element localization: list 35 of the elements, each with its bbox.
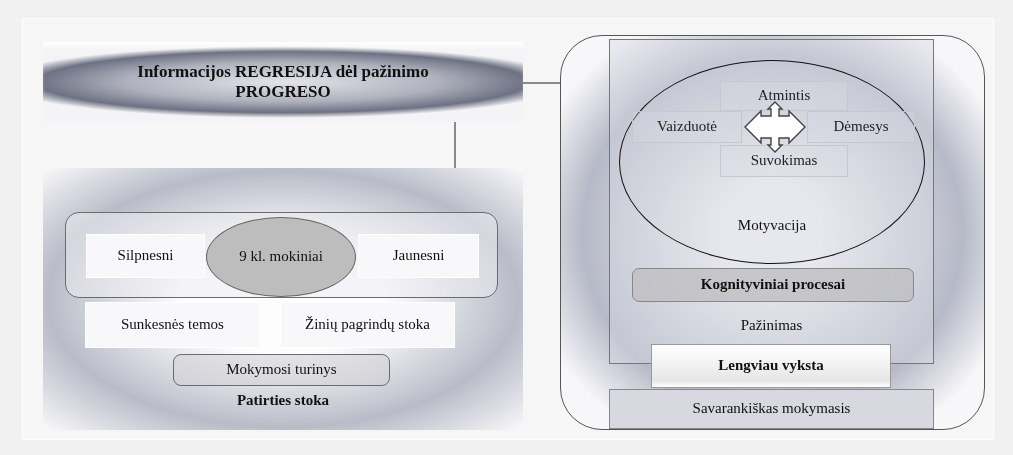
node-label: Vaizduotė [656, 118, 718, 136]
text-box [85, 302, 260, 348]
node-label: Suvokimas [749, 152, 819, 170]
node-label: Sunkesnės temos [120, 316, 225, 334]
node-label: Atmintis [756, 87, 812, 105]
node-label: Žinių pagrindų stoka [304, 316, 431, 334]
node-label: Savarankiškas mokymasis [691, 400, 852, 418]
node-label: Silpnesni [116, 247, 175, 265]
rounded-panel [560, 35, 985, 430]
text-box [720, 81, 848, 111]
node-label: Dėmesys [832, 118, 890, 136]
node-label: Motyvacija [736, 217, 808, 235]
connector-line [522, 82, 561, 84]
text-box [720, 145, 848, 177]
panel-frame [43, 168, 523, 430]
highlight-box [651, 344, 891, 388]
node-label: Patirties stoka [235, 392, 331, 410]
connector-line [454, 121, 456, 169]
node-label: Informacijos REGRESIJA dėl pažinimo PROGRESO [136, 62, 430, 102]
rounded-box [632, 268, 914, 302]
node-label: Mokymosi turinys [225, 361, 338, 379]
text-box [632, 111, 742, 143]
node-label: Pažinimas [739, 317, 804, 335]
text-box [358, 234, 479, 278]
text-box [280, 302, 455, 348]
node-label: Jaunesni [391, 247, 446, 265]
node-label: 9 kl. mokiniai [238, 248, 324, 266]
rounded-box [173, 354, 390, 386]
node-label: Kognityviniai procesai [699, 276, 847, 294]
text-box [86, 234, 205, 278]
text-box [807, 111, 915, 143]
rounded-band [65, 212, 498, 298]
text-box [609, 389, 934, 429]
node-label: Lengviau vyksta [717, 357, 825, 375]
ellipse-shape [206, 217, 356, 297]
